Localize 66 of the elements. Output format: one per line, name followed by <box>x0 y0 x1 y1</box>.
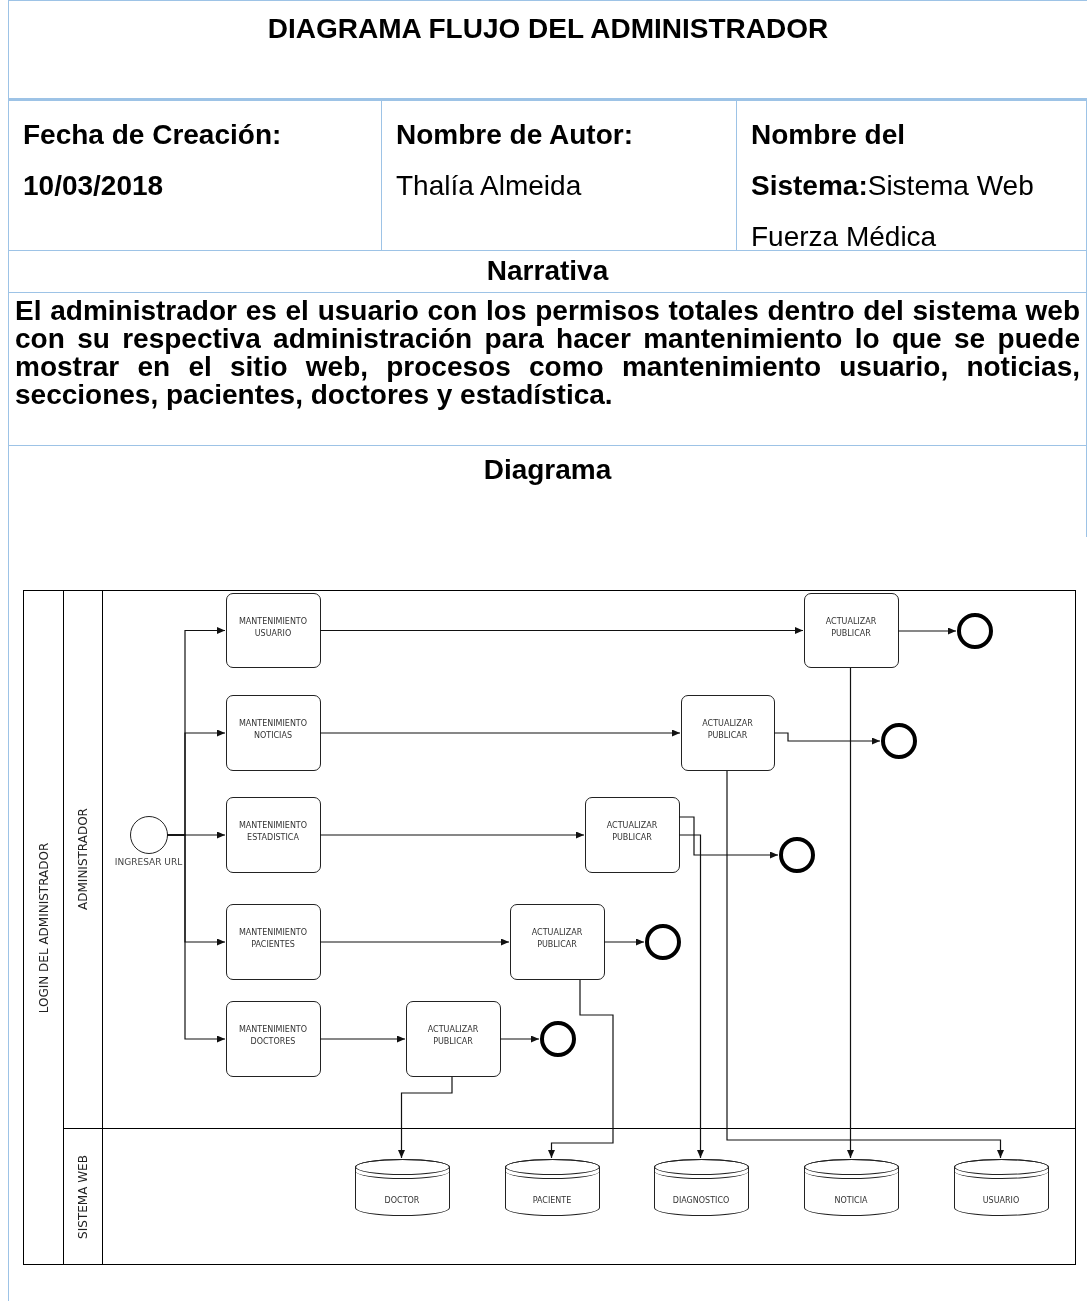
arrow <box>319 627 804 634</box>
database-label: DIAGNOSTICO <box>671 1195 731 1205</box>
narrative-text: El administrador es el usuario con los permisos totales dentro del sistema web con su respectiva administración para hacer mantenimiento lo que se puede mostrar en el sitio web, procesos como mantenimiento usuario, noticias, secciones, pacientes, doctores y estadística. <box>15 297 1080 409</box>
database-cylinder <box>653 1158 749 1216</box>
lane-label: SISTEMA WEB <box>75 1154 90 1239</box>
field-value: 10/03/2018 <box>23 169 165 203</box>
database-cylinder <box>953 1158 1049 1216</box>
task-label: ACTUALIZAR PUBLICAR <box>824 615 878 640</box>
field-label: Fecha de Creación: <box>23 118 283 152</box>
end-event-circle <box>778 836 815 873</box>
arrow <box>398 1076 453 1159</box>
lane-label: ADMINISTRADOR <box>75 807 90 910</box>
arrow <box>166 834 226 1043</box>
task-box <box>584 796 680 873</box>
swimlane <box>62 1127 1076 1265</box>
arrow <box>499 1035 540 1043</box>
field-label: Nombre del Sistema:Sistema Web Fuerza Médica <box>751 118 1035 254</box>
arrow <box>319 938 510 946</box>
task-box <box>225 796 321 873</box>
pool-label: LOGIN DEL ADMINISTRADOR <box>37 842 51 1013</box>
task-label: ACTUALIZAR PUBLICAR <box>530 926 584 951</box>
arrow <box>678 834 704 1159</box>
arrow <box>726 770 1004 1159</box>
task-box <box>680 694 775 771</box>
arrow <box>319 831 585 839</box>
diagram-title: DIAGRAMA FLUJO DEL ADMINISTRADOR <box>267 15 829 43</box>
field-label: Nombre de Autor: <box>396 118 634 152</box>
task-box <box>225 903 321 980</box>
end-event-circle <box>539 1020 576 1057</box>
task-label: MANTENIMIENTO PACIENTES <box>237 926 309 951</box>
task-label: MANTENIMIENTO NOTICIAS <box>237 717 309 742</box>
arrow <box>319 729 681 737</box>
database-cylinder <box>504 1158 600 1216</box>
task-label: ACTUALIZAR PUBLICAR <box>701 717 754 742</box>
section-heading: Diagrama <box>483 456 612 484</box>
section-heading: Narrativa <box>486 257 609 285</box>
arrow <box>773 732 881 745</box>
arrow <box>603 938 645 946</box>
task-label: ACTUALIZAR PUBLICAR <box>605 819 659 844</box>
database-label: DOCTOR <box>383 1195 421 1205</box>
end-event-circle <box>880 722 917 759</box>
arrow <box>319 1035 406 1043</box>
database-label: PACIENTE <box>531 1195 573 1205</box>
task-label: MANTENIMIENTO DOCTORES <box>237 1023 309 1048</box>
task-label: ACTUALIZAR PUBLICAR <box>426 1023 480 1048</box>
task-box <box>225 1000 321 1077</box>
database-cylinder <box>354 1158 450 1216</box>
end-event-circle <box>956 612 993 649</box>
task-box <box>225 694 321 771</box>
arrow <box>847 667 854 1159</box>
field-value: Thalía Almeida <box>396 169 583 203</box>
database-label: USUARIO <box>981 1195 1021 1205</box>
pool <box>23 590 1076 1265</box>
event-label: INGRESAR URL <box>114 856 183 867</box>
task-box <box>405 1000 501 1077</box>
task-box <box>509 903 605 980</box>
task-box <box>803 592 899 668</box>
task-label: MANTENIMIENTO USUARIO <box>237 615 309 640</box>
end-event-circle <box>644 923 681 960</box>
arrow <box>897 627 957 635</box>
task-label: MANTENIMIENTO ESTADISTICA <box>237 819 309 844</box>
database-label: NOTICIA <box>833 1195 869 1205</box>
task-box <box>225 592 321 668</box>
arrow <box>548 979 614 1159</box>
database-cylinder <box>803 1158 899 1216</box>
arrow <box>678 816 779 859</box>
